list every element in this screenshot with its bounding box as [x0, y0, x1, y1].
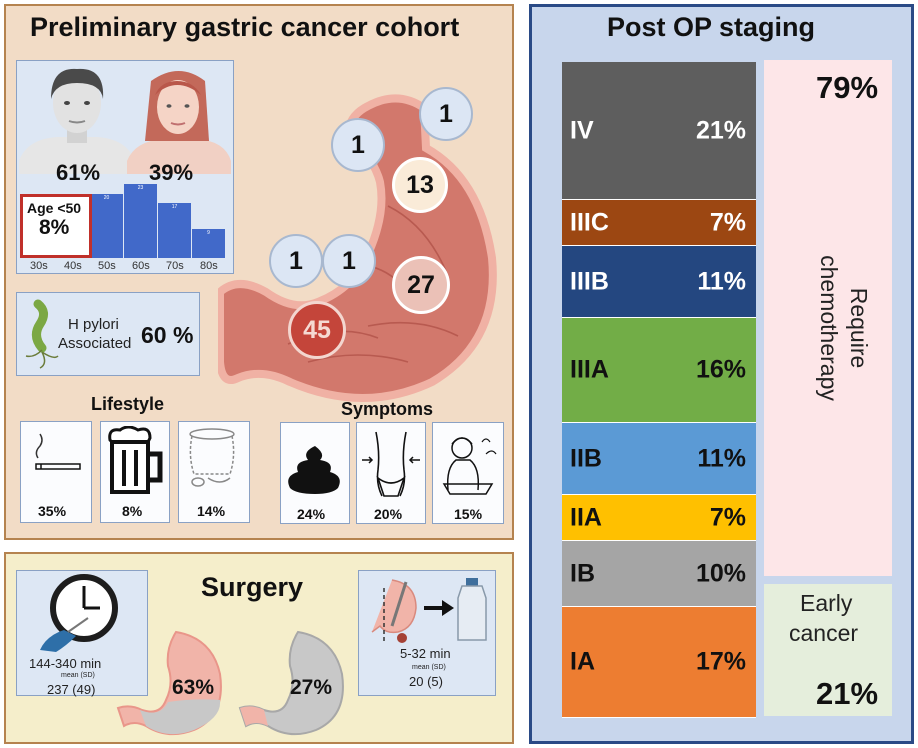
stool-icon [288, 446, 340, 494]
stage-segment-iiia: IIIA 16% [562, 318, 756, 423]
subtotal-gastrectomy-value: 63% [172, 676, 215, 699]
symptoms-title: Symptoms [341, 399, 434, 419]
weight-loss-icon [362, 431, 420, 497]
stage-segment-iiic: IIIC 7% [562, 200, 756, 246]
require-chemo-label-line1: Require [846, 287, 872, 369]
stage-percentage: 7% [709, 503, 746, 531]
age-histogram-tick: 40s [64, 260, 82, 272]
age-under-50-label: Age <50 [27, 200, 82, 216]
require-chemo-value: 79% [816, 70, 879, 105]
male-percentage: 61% [56, 160, 101, 185]
age-histogram-bar-value: 23 [137, 185, 144, 191]
smoking-value: 35% [38, 503, 67, 519]
require-chemo-label: Require chemotherapy [814, 228, 874, 428]
age-histogram-bar-value: 17 [171, 204, 178, 210]
tumour-count-body: 27 [392, 256, 450, 314]
age-histogram-tick: 70s [166, 260, 184, 272]
tumour-count-top-right: 1 [419, 87, 473, 141]
stage-percentage: 17% [695, 647, 746, 676]
cigarette-icon [35, 433, 81, 470]
h-pylori-bacterium-icon [25, 299, 59, 369]
nausea-value: 15% [454, 506, 483, 522]
age-histogram-tick: 60s [132, 260, 150, 272]
stage-segment-iiib: IIIB 11% [562, 246, 756, 318]
age-histogram-tick: 50s [98, 260, 116, 272]
specimen-transfer-icon [371, 578, 487, 643]
operative-time-stat-value: 237 (49) [47, 682, 96, 697]
age-histogram-tick: 80s [200, 260, 218, 272]
stage-name: IIIB [570, 267, 609, 295]
cohort-title: Preliminary gastric cancer cohort [30, 12, 460, 42]
h-pylori-label-line2: Associated [58, 335, 132, 352]
stage-name: IIA [570, 503, 602, 531]
age-under-50-highlight [20, 194, 92, 258]
tumour-count-cardia: 13 [392, 157, 448, 213]
clock-hand-icon [40, 574, 118, 652]
stage-segment-ia: IA 17% [562, 607, 756, 718]
stage-name: IIIA [570, 355, 609, 384]
female-percentage: 39% [149, 160, 194, 185]
require-chemo-box [764, 60, 892, 576]
conversion-stat-label: mean (SD) [412, 664, 446, 671]
preserved-food-card [178, 421, 250, 523]
stage-name: IB [570, 559, 595, 587]
nausea-card [432, 422, 504, 524]
conversion-stat-value: 20 (5) [409, 674, 443, 689]
early-cancer-value: 21% [816, 676, 879, 711]
age-histogram-bar-value: 20 [103, 195, 110, 201]
weight-loss-value: 20% [374, 506, 403, 522]
operative-time-range: 144-340 min [29, 656, 102, 671]
alcohol-value: 8% [122, 503, 143, 519]
stage-percentage: 16% [695, 355, 746, 384]
tumour-count-pylorus: 45 [288, 301, 346, 359]
stage-percentage: 11% [697, 444, 746, 472]
tumour-count-antrum-left: 1 [269, 234, 323, 288]
stage-percentage: 10% [695, 559, 746, 587]
stage-segment-iib: IIB 11% [562, 423, 756, 495]
jar-icon [189, 428, 235, 487]
h-pylori-value: 60 % [141, 322, 194, 348]
age-histogram-bar: 17 [158, 203, 191, 258]
age-histogram-tick: 30s [30, 260, 48, 272]
stage-percentage: 11% [697, 267, 746, 295]
lifestyle-title: Lifestyle [91, 394, 165, 414]
conversion-time-range: 5-32 min [400, 646, 451, 661]
age-histogram-bar-value: 9 [207, 230, 210, 236]
age-under-50-value: 8% [39, 216, 70, 239]
preserved-food-value: 14% [197, 503, 226, 519]
total-gastrectomy-value: 27% [290, 676, 333, 699]
h-pylori-box [16, 292, 200, 376]
stage-segment-ib: IB 10% [562, 541, 756, 607]
operative-time-stat-label: mean (SD) [61, 672, 95, 679]
early-cancer-label-line1: Early [800, 590, 853, 616]
melena-value: 24% [297, 506, 326, 522]
male-female-faces-icon [19, 68, 231, 174]
stage-percentage: 21% [695, 116, 746, 144]
weight-loss-card [356, 422, 426, 524]
smoking-card [20, 421, 92, 523]
surgery-title: Surgery [201, 572, 304, 602]
beer-mug-icon [108, 426, 163, 494]
stage-segment-iv: IV 21% [562, 62, 756, 200]
stage-segment-iia: IIA 7% [562, 495, 756, 541]
staging-title: Post OP staging [607, 12, 816, 42]
tumour-count-antrum-right: 1 [322, 234, 376, 288]
nausea-person-icon [442, 437, 497, 495]
early-cancer-box [764, 584, 892, 716]
require-chemo-label-line2: chemotherapy [816, 255, 842, 401]
h-pylori-label-line1: H pylori [68, 316, 119, 333]
total-gastrectomy-icon [238, 630, 344, 736]
early-cancer-label-line2: cancer [789, 620, 859, 646]
stage-name: IIB [570, 444, 602, 472]
tumour-count-upper-left: 1 [331, 118, 385, 172]
stage-name: IV [570, 116, 594, 144]
stage-name: IA [570, 647, 595, 676]
subtotal-gastrectomy-icon [116, 630, 222, 736]
stage-name: IIIC [570, 208, 609, 236]
age-histogram-bar: 23 [124, 184, 157, 258]
age-histogram-bar: 9 [192, 229, 225, 258]
stage-percentage: 7% [709, 208, 746, 236]
age-histogram-bar: 20 [90, 194, 123, 258]
